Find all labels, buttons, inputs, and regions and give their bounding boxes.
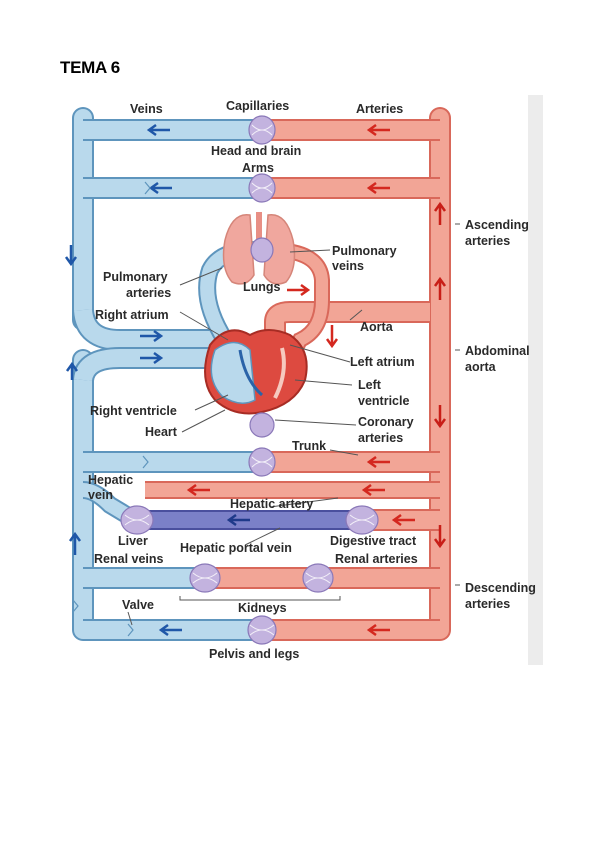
kidneys-bracket [179, 596, 341, 601]
arrow-down-icon [325, 325, 339, 349]
label-coronary-2: arteries [358, 431, 403, 445]
arrow-left-icon [158, 623, 182, 637]
labels: Veins Capillaries Arteries Head and brai… [88, 99, 536, 661]
capillary-lungs [250, 237, 274, 263]
label-veins: Veins [130, 102, 163, 116]
label-kidneys: Kidneys [238, 601, 287, 615]
arrow-down-icon [64, 245, 78, 267]
label-hepatic-artery: Hepatic artery [230, 497, 313, 511]
arrow-left-icon [148, 181, 172, 195]
label-pulmonary-veins-2: veins [332, 259, 364, 273]
label-renal-arteries: Renal arteries [335, 552, 418, 566]
label-hepatic-portal-vein: Hepatic portal vein [180, 541, 292, 555]
label-head-and-brain: Head and brain [211, 144, 301, 158]
label-arms: Arms [242, 161, 274, 175]
label-liver: Liver [118, 534, 148, 548]
arrow-left-icon [361, 483, 385, 497]
arrow-left-icon [146, 123, 170, 137]
arrow-left-icon [366, 623, 390, 637]
label-hepatic-vein-2: vein [88, 488, 113, 502]
arrow-right-icon [140, 351, 164, 365]
label-descending-2: arteries [465, 597, 510, 611]
label-ascending-1: Ascending [465, 218, 529, 232]
label-aorta: Aorta [360, 320, 394, 334]
lungs-shape [222, 212, 296, 285]
arrow-right-icon [287, 283, 311, 297]
arrow-left-icon [366, 181, 390, 195]
label-left-atrium: Left atrium [350, 355, 415, 369]
arrow-up-icon [433, 276, 447, 300]
label-capillaries: Capillaries [226, 99, 289, 113]
label-pulmonary-arteries-2: arteries [126, 286, 171, 300]
label-right-ventricle: Right ventricle [90, 404, 177, 418]
page-title: TEMA 6 [60, 58, 120, 77]
leader-lines [127, 223, 460, 626]
label-valve: Valve [122, 598, 154, 612]
label-digestive-tract: Digestive tract [330, 534, 417, 548]
arrow-up-icon [65, 361, 79, 380]
label-left-ventricle-2: ventricle [358, 394, 409, 408]
arrow-left-icon [366, 455, 390, 469]
label-hepatic-vein-1: Hepatic [88, 473, 133, 487]
arrow-left-icon [226, 513, 250, 527]
label-left-ventricle-1: Left [358, 378, 382, 392]
flow-arrows-blue [64, 123, 250, 637]
label-lungs: Lungs [243, 280, 281, 294]
arrow-up-icon [433, 201, 447, 225]
label-heart: Heart [145, 425, 178, 439]
capillary-coronary [249, 412, 275, 438]
arrow-left-icon [391, 513, 415, 527]
right-shadow [528, 95, 543, 665]
label-arteries: Arteries [356, 102, 403, 116]
arrow-down-icon [433, 525, 447, 549]
arrow-left-icon [186, 483, 210, 497]
capillary-beds [120, 115, 379, 645]
label-pulmonary-arteries-1: Pulmonary [103, 270, 168, 284]
label-trunk: Trunk [292, 439, 326, 453]
label-abdominal-2: aorta [465, 360, 497, 374]
label-right-atrium: Right atrium [95, 308, 169, 322]
arrow-down-icon [433, 405, 447, 429]
arrow-right-icon [140, 329, 164, 343]
label-pulmonary-veins-1: Pulmonary [332, 244, 397, 258]
label-renal-veins: Renal veins [94, 552, 164, 566]
arrow-left-icon [366, 123, 390, 137]
label-descending-1: Descending [465, 581, 536, 595]
label-ascending-2: arteries [465, 234, 510, 248]
arrow-up-icon [68, 531, 82, 555]
valve-marks [72, 181, 151, 637]
label-coronary-1: Coronary [358, 415, 414, 429]
label-abdominal-1: Abdominal [465, 344, 530, 358]
heart-shape [204, 329, 308, 415]
flow-arrows-red [186, 123, 447, 637]
label-pelvis-and-legs: Pelvis and legs [209, 647, 299, 661]
